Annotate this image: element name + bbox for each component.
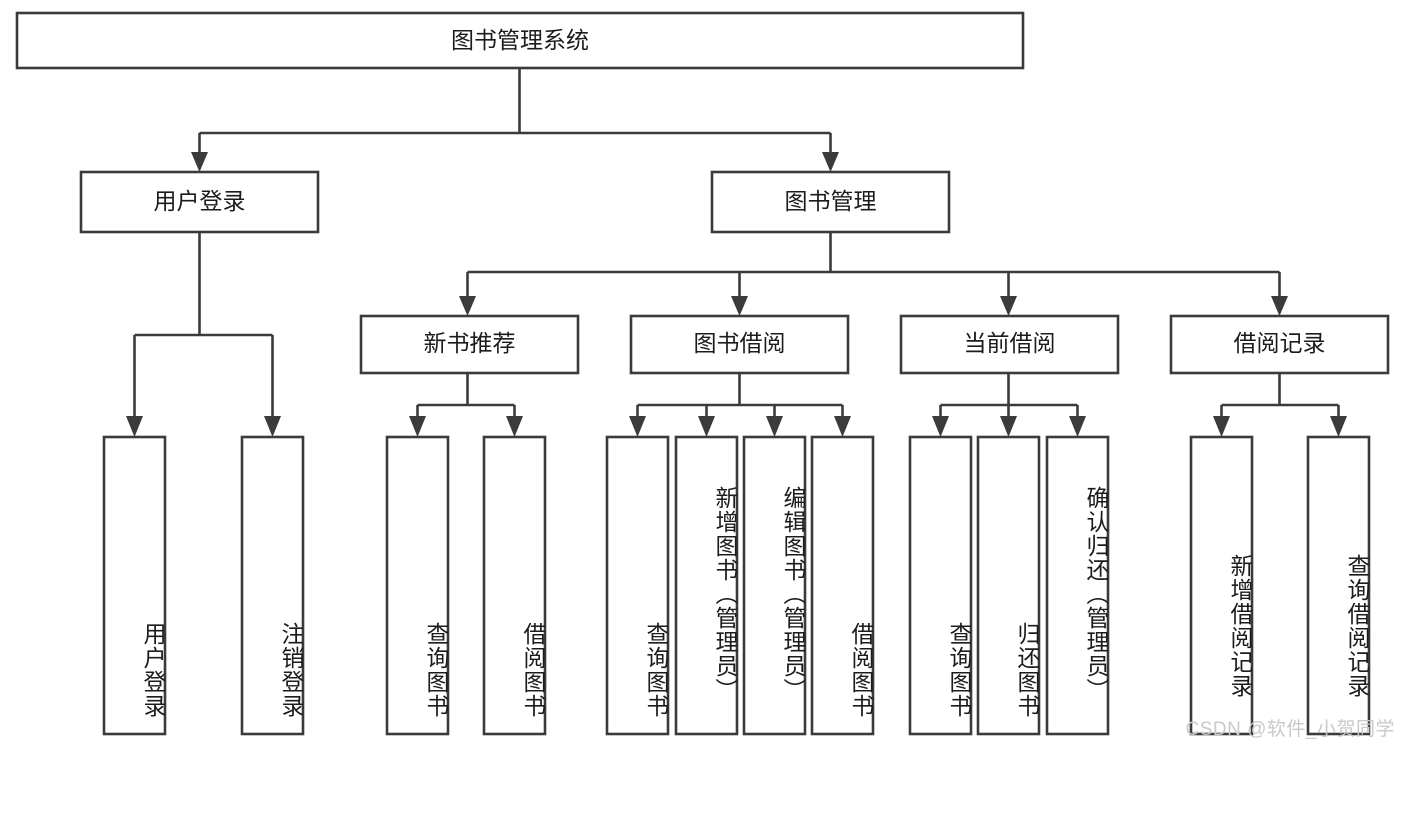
node-leaf-2-box[interactable] bbox=[240, 435, 305, 736]
node-leaf-6-box[interactable] bbox=[674, 435, 739, 736]
node-borrow[interactable]: 图书借阅 bbox=[629, 314, 850, 375]
node-bookmgmt-box[interactable] bbox=[710, 170, 951, 234]
node-root-box[interactable] bbox=[15, 11, 1025, 70]
node-leaf-3-box[interactable] bbox=[385, 435, 450, 736]
arrow-to-leaf-3 bbox=[409, 416, 426, 437]
node-newbook-label: 新书推荐 bbox=[424, 330, 516, 356]
arrow-to-leaf-2 bbox=[264, 416, 281, 437]
connector-group-borrow bbox=[629, 373, 851, 437]
arrow-to-leaf-12 bbox=[1213, 416, 1230, 437]
connector-group-newbook bbox=[409, 373, 523, 437]
connector-group-current bbox=[932, 373, 1086, 437]
connector-group-bookmgmt bbox=[459, 232, 1288, 316]
arrow-to-current bbox=[1000, 296, 1017, 316]
node-current[interactable]: 当前借阅 bbox=[899, 314, 1120, 375]
node-newbook[interactable]: 新书推荐 bbox=[359, 314, 580, 375]
arrow-to-bookmgmt bbox=[822, 152, 839, 172]
diagram-canvas: 图书管理系统 用户登录 图书管理 新书推荐 图书借阅 当前借阅 借阅记录 bbox=[15, 11, 1390, 736]
node-leaf-8-box[interactable] bbox=[810, 435, 875, 736]
arrow-to-login bbox=[191, 152, 208, 172]
connector-group-login bbox=[126, 232, 281, 437]
node-record-box[interactable] bbox=[1169, 314, 1390, 375]
node-current-box[interactable] bbox=[899, 314, 1120, 375]
node-newbook-box[interactable] bbox=[359, 314, 580, 375]
node-login[interactable]: 用户登录 bbox=[79, 170, 320, 234]
diagram-root: 图书管理系统 用户登录 图书管理 新书推荐 图书借阅 当前借阅 借阅记录 bbox=[15, 11, 1395, 740]
node-leaf-13-box[interactable] bbox=[1306, 435, 1371, 736]
node-record-label: 借阅记录 bbox=[1234, 330, 1326, 356]
node-leaf-7-box[interactable] bbox=[742, 435, 807, 736]
node-borrow-label: 图书借阅 bbox=[694, 330, 786, 356]
node-root-label: 图书管理系统 bbox=[451, 27, 589, 53]
node-leaf-11-box[interactable] bbox=[1045, 435, 1110, 736]
arrow-to-leaf-13 bbox=[1330, 416, 1347, 437]
arrow-to-leaf-4 bbox=[506, 416, 523, 437]
node-bookmgmt-label: 图书管理 bbox=[785, 188, 877, 214]
arrow-to-record bbox=[1271, 296, 1288, 316]
node-borrow-box[interactable] bbox=[629, 314, 850, 375]
node-leaf-9-box[interactable] bbox=[908, 435, 973, 736]
node-bookmgmt[interactable]: 图书管理 bbox=[710, 170, 951, 234]
arrow-to-leaf-5 bbox=[629, 416, 646, 437]
node-leaf-10-box[interactable] bbox=[976, 435, 1041, 736]
node-login-label: 用户登录 bbox=[154, 188, 246, 214]
arrow-to-leaf-10 bbox=[1000, 416, 1017, 437]
arrow-to-newbook bbox=[459, 296, 476, 316]
node-leaf-12-box[interactable] bbox=[1189, 435, 1254, 736]
arrow-to-leaf-7 bbox=[766, 416, 783, 437]
node-leaf-1-box[interactable] bbox=[102, 435, 167, 736]
node-leaf-5-box[interactable] bbox=[605, 435, 670, 736]
node-record[interactable]: 借阅记录 bbox=[1169, 314, 1390, 375]
arrow-to-leaf-11 bbox=[1069, 416, 1086, 437]
node-leaf-4-box[interactable] bbox=[482, 435, 547, 736]
node-login-box[interactable] bbox=[79, 170, 320, 234]
node-root[interactable]: 图书管理系统 bbox=[15, 11, 1025, 70]
arrow-to-leaf-6 bbox=[698, 416, 715, 437]
arrow-to-leaf-8 bbox=[834, 416, 851, 437]
watermark-text: CSDN @软件_小贺同学 bbox=[1185, 719, 1395, 740]
connector-group-record bbox=[1213, 373, 1347, 437]
arrow-to-borrow bbox=[731, 296, 748, 316]
arrow-to-leaf-9 bbox=[932, 416, 949, 437]
connector-group-root bbox=[191, 68, 839, 172]
arrow-to-leaf-1 bbox=[126, 416, 143, 437]
node-current-label: 当前借阅 bbox=[964, 330, 1056, 356]
